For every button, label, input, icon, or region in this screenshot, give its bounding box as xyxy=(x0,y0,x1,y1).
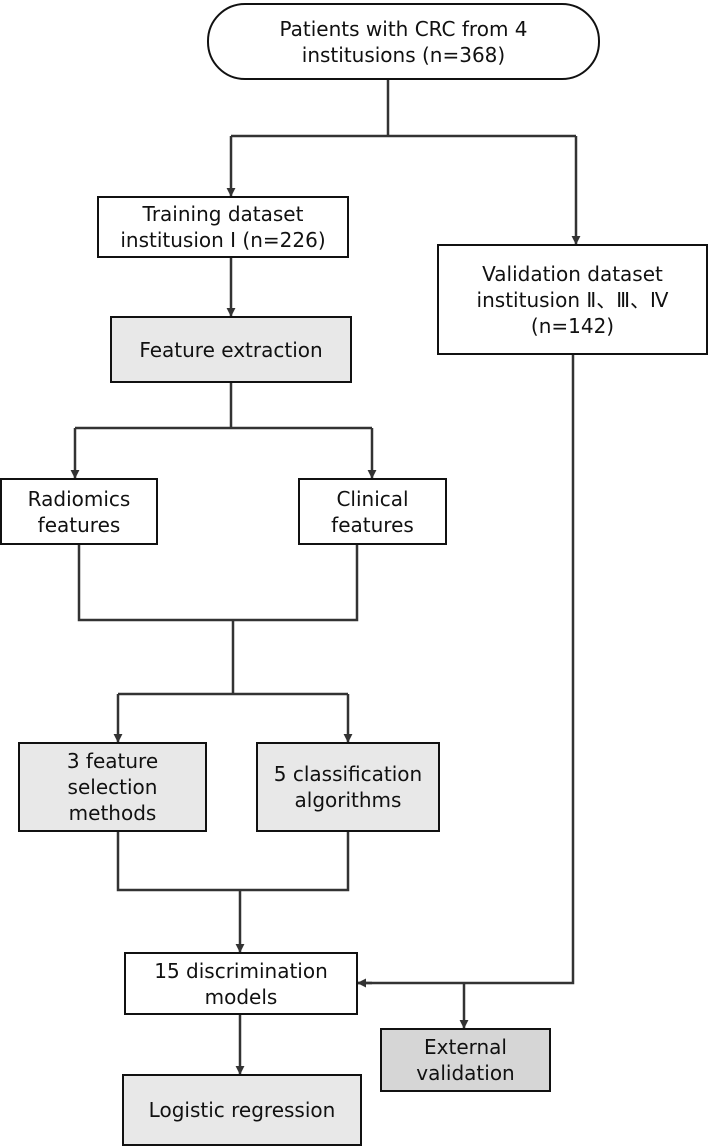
training-line-1: Training dataset xyxy=(142,202,304,226)
validation-dataset-node: Validation dataset institusion Ⅱ、Ⅲ、Ⅳ (n=… xyxy=(437,244,708,355)
discrimination-models-node: 15 discrimination models xyxy=(124,952,358,1015)
patients-line-1: Patients with CRC from 4 xyxy=(279,16,528,41)
radiomics-line-1: Radiomics xyxy=(27,486,131,511)
connector-methods-merge xyxy=(116,832,350,892)
discrimination-line-1: 15 discrimination xyxy=(154,958,328,983)
feature-selection-line-1: 3 feature xyxy=(66,749,159,773)
logistic-regression-node: Logistic regression xyxy=(122,1074,362,1146)
feature-selection-line-3: methods xyxy=(68,801,157,825)
classification-algorithms-node: 5 classification algorithms xyxy=(256,742,440,832)
clinical-line-1: Clinical xyxy=(336,486,409,511)
discrimination-line-2: models xyxy=(204,984,278,1009)
connector-patients-split xyxy=(231,78,576,138)
external-validation-line-1: External xyxy=(424,1035,507,1059)
connector-features-merge xyxy=(77,545,359,696)
training-line-2: institusion Ⅰ (n=226) xyxy=(120,228,326,252)
radiomics-line-2: features xyxy=(37,512,121,537)
clinical-features-node: Clinical features xyxy=(298,478,447,545)
training-dataset-node: Training dataset institusion Ⅰ (n=226) xyxy=(97,196,349,258)
patients-line-2: institusions (n=368) xyxy=(301,42,506,67)
connector-extraction-split xyxy=(75,383,372,430)
validation-line-2: institusion Ⅱ、Ⅲ、Ⅳ xyxy=(476,287,669,312)
external-validation-node: External validation xyxy=(380,1028,551,1092)
external-validation-line-2: validation xyxy=(416,1061,515,1085)
feature-selection-line-2: selection xyxy=(67,775,158,799)
logistic-regression-label: Logistic regression xyxy=(148,1098,336,1122)
validation-line-1: Validation dataset xyxy=(482,261,663,286)
feature-extraction-label: Feature extraction xyxy=(139,337,323,362)
classification-line-2: algorithms xyxy=(294,788,402,812)
feature-selection-node: 3 feature selection methods xyxy=(18,742,207,832)
validation-line-3: (n=142) xyxy=(530,313,615,338)
connector-validation-down xyxy=(358,355,575,985)
classification-line-1: 5 classification xyxy=(273,762,423,786)
clinical-line-2: features xyxy=(331,512,414,537)
patients-node: Patients with CRC from 4 institusions (n… xyxy=(207,3,600,80)
feature-extraction-node: Feature extraction xyxy=(110,316,352,383)
radiomics-features-node: Radiomics features xyxy=(0,478,158,545)
